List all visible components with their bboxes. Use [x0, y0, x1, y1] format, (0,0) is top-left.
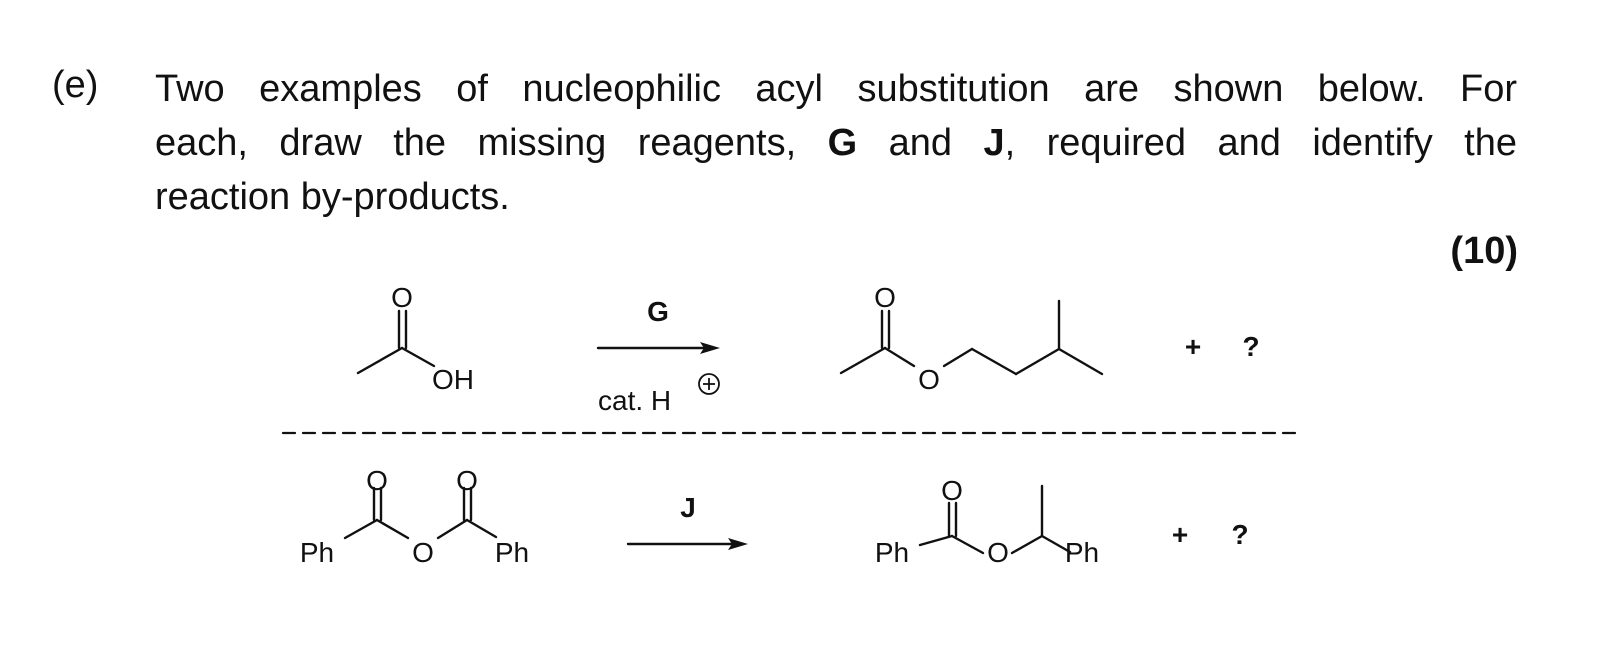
question-line-2-pre: each, draw the missing reagents, [155, 122, 828, 164]
atom-anhydride-o-1: O [366, 465, 388, 496]
reagent-j-label: J [680, 492, 696, 523]
reaction-arrow-2 [626, 538, 748, 550]
reagent-j-ref: J [983, 122, 1005, 164]
atom-ph-right: Ph [495, 537, 529, 568]
positive-charge-icon [698, 373, 720, 395]
question-line-2-mid: and [857, 122, 984, 164]
reagent-g-ref: G [827, 122, 858, 164]
atom-product1-carbonyl-o: O [874, 282, 896, 313]
atom-ph-left: Ph [300, 537, 334, 568]
atom-product2-ph-left: Ph [875, 537, 909, 568]
byproduct-unknown-1: ? [1242, 331, 1259, 362]
reactant-benzoic-anhydride [343, 486, 498, 540]
atom-product1-ester-o: O [918, 364, 940, 395]
question-line-2-post: , required and identify the [1004, 122, 1517, 164]
question-line-1: Two examples of nucleophilic acyl substi… [155, 68, 1517, 110]
atom-carbonyl-o-1: O [391, 282, 413, 313]
atom-anhydride-bridge-o: O [412, 537, 434, 568]
reaction-arrow-1 [596, 342, 720, 354]
product-isoamyl-acetate [839, 299, 1104, 376]
reactant-acetic-acid [356, 309, 436, 375]
plus-sign-1: + [1185, 331, 1201, 362]
plus-sign-2: + [1172, 519, 1188, 550]
atom-product2-ester-o: O [987, 537, 1009, 568]
question-line-3: reaction by-products. [155, 176, 510, 218]
question-line-2: each, draw the missing reagents, G and J… [155, 116, 1517, 170]
question-text: Two examples of nucleophilic acyl substi… [155, 62, 1517, 224]
atom-hydroxyl: OH [432, 364, 474, 395]
byproduct-unknown-2: ? [1231, 519, 1248, 550]
atom-product2-carbonyl-o: O [941, 475, 963, 506]
question-label: (e) [52, 64, 99, 106]
atom-product2-ph-right: Ph [1065, 537, 1099, 568]
catalyst-label: cat. H [598, 385, 671, 416]
atom-anhydride-o-2: O [456, 465, 478, 496]
marks-badge: (10) [1450, 230, 1518, 272]
reagent-g-label: G [647, 296, 669, 327]
product-phenylethyl-benzoate [918, 484, 1072, 555]
